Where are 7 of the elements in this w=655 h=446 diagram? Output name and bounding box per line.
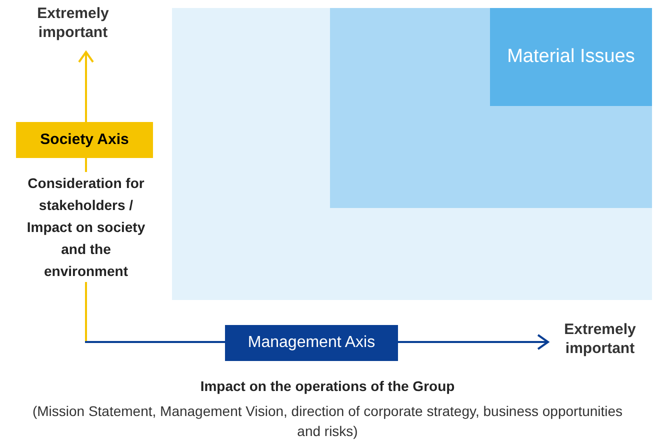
material-issues-box: Material Issues (490, 8, 652, 106)
axis-note: Extremely important (36, 4, 110, 42)
axis-note: (Mission Statement, Management Vision, direction of corporate strategy, business opportunities and risks) (31, 402, 624, 441)
high-importance-area (330, 8, 652, 208)
axis-note: Impact on the operations of the Group (199, 377, 456, 396)
axis-note: Extremely important (563, 320, 637, 358)
matrix-background (172, 8, 652, 300)
